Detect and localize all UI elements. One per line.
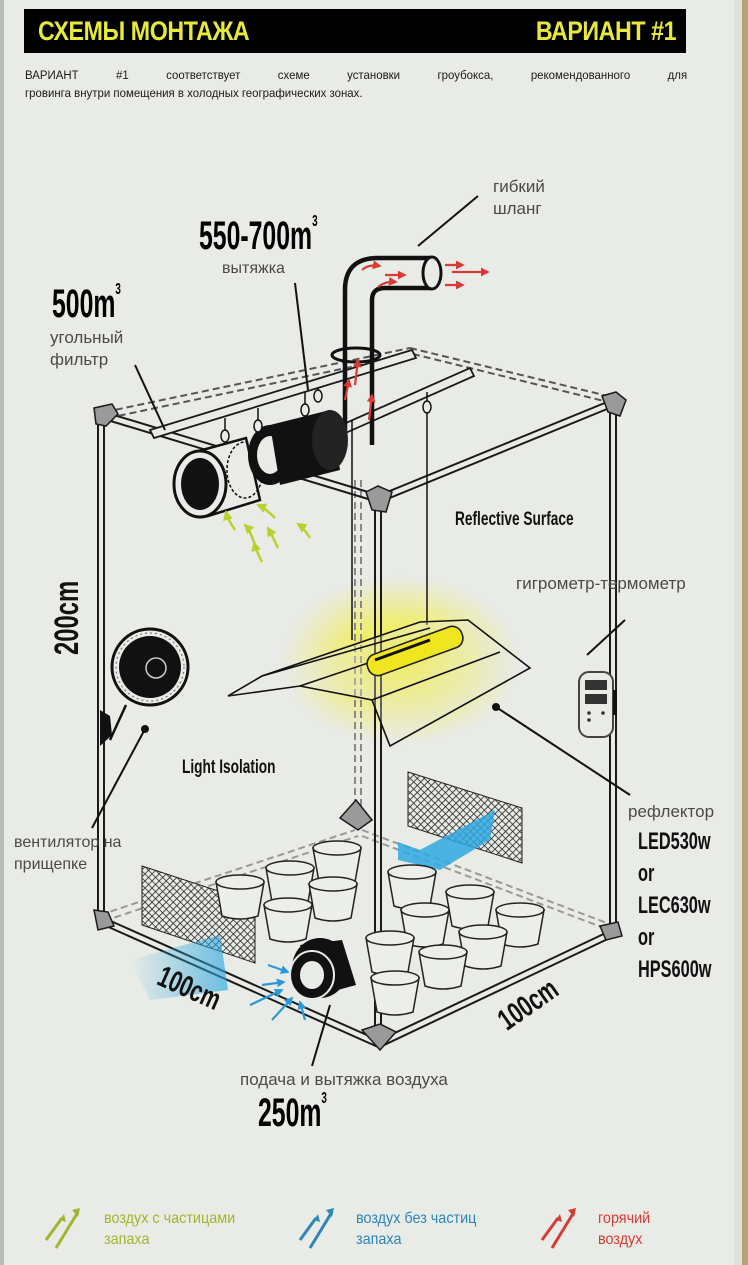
light-isolation-label: Light Isolation: [182, 757, 276, 778]
clip-fan-label-line2: прищепке: [14, 856, 88, 873]
legend-item-clean-air: воздух без частиц запаха: [296, 1208, 490, 1252]
hygrometer-thermometer: [578, 619, 626, 738]
intake-fan: [289, 938, 356, 1000]
plant-pot: [370, 977, 420, 1016]
hose-label-line2: шланг: [493, 199, 542, 218]
plant-pot-rim: [445, 884, 495, 900]
exhaust-capacity: 550-700m3: [199, 213, 318, 258]
pointer-lines: [91, 195, 631, 1067]
intake-label: подача и вытяжка воздуха: [240, 1070, 448, 1089]
header-bar: СХЕМЫ МОНТАЖА ВАРИАНТ #1: [24, 9, 686, 53]
plant-pot-rim: [370, 970, 420, 986]
plant-pot-rim: [418, 944, 468, 960]
intro-text: ВАРИАНТ #1 соответствует схеме установки…: [25, 66, 687, 102]
lamp-option-3: HPS600w: [638, 956, 712, 983]
corner-joints: [93, 391, 627, 1052]
clean-air-arrows: [249, 963, 307, 1021]
frame-right-border: [742, 0, 748, 1265]
frame-right-inner: [734, 0, 742, 1265]
lamp-or-1: or: [638, 860, 655, 887]
filter-label-line1: угольный: [50, 328, 124, 347]
filter-capacity-sup: 3: [115, 281, 121, 298]
red-arrows-icon: [540, 1208, 576, 1249]
plant-pot-rim: [312, 840, 362, 856]
plant-pot: [458, 931, 508, 970]
clip-fan-label: вентилятор на прищепке: [14, 832, 121, 876]
legend-item-hot-air: горячий воздух: [538, 1208, 656, 1252]
intake-capacity-value: 250m: [258, 1091, 322, 1135]
exhaust-capacity-sup: 3: [312, 213, 318, 230]
lamp-option-2: LEC630w: [638, 892, 711, 919]
hygrometer-label: гигрометр-термометр: [516, 574, 686, 593]
intake-mesh-right: [407, 771, 523, 864]
filter-capacity-value: 500m: [52, 282, 116, 326]
plant-pot-rim: [400, 902, 450, 918]
clean-air-flow-right: [398, 810, 495, 870]
plant-pots: [215, 840, 545, 1016]
frame-left-border: [0, 0, 4, 1265]
clip-fan-label-line1: вентилятор на: [14, 834, 122, 851]
lamp-options: LED530w or LEC630w or HPS600w: [638, 826, 711, 986]
legend-odor-line1: воздух с частицами: [104, 1210, 236, 1227]
inline-exhaust-fan: [248, 410, 348, 485]
reflector-lamp: [227, 619, 532, 748]
plant-pot-rim: [458, 924, 508, 940]
header-title: СХЕМЫ МОНТАЖА: [38, 15, 250, 46]
plant-pot: [308, 883, 358, 922]
intake-capacity-sup: 3: [321, 1090, 327, 1107]
blue-arrows-icon: [298, 1208, 334, 1249]
reflector-label: рефлектор: [628, 802, 715, 821]
legend-clean-line1: воздух без частиц: [356, 1210, 477, 1227]
intro-line-1: ВАРИАНТ #1 соответствует схеме установки…: [25, 68, 688, 82]
carbon-filter: [172, 436, 264, 519]
legend-odor-line2: запаха: [104, 1231, 150, 1248]
intake-capacity: 250m3: [258, 1090, 327, 1135]
plant-pot-rim: [215, 874, 265, 890]
hose-label: гибкий шланг: [493, 176, 545, 220]
intro-line-2: гровинга внутри помещения в холодных гео…: [25, 86, 363, 100]
hose-label-line1: гибкий: [493, 177, 545, 196]
plant-pot-rim: [495, 902, 545, 918]
lamp-option-1: LED530w: [638, 828, 711, 855]
rope-ratchets: [220, 388, 432, 640]
hot-air-arrows: [343, 260, 490, 421]
exhaust-capacity-value: 550-700m: [199, 214, 313, 258]
plant-pot: [418, 951, 468, 990]
lamp-or-2: or: [638, 924, 655, 951]
filter-capacity: 500m3: [52, 281, 121, 326]
plant-pot: [263, 904, 313, 943]
exhaust-label: вытяжка: [222, 260, 285, 277]
reflective-surface-label: Reflective Surface: [455, 509, 574, 530]
hose-outlet: [421, 255, 443, 291]
legend-hot-line2: воздух: [598, 1231, 643, 1248]
clip-fan: [100, 627, 190, 746]
legend-hot-line1: горячий: [598, 1210, 651, 1227]
odor-air-arrows: [223, 503, 312, 563]
plant-pot-rim: [365, 930, 415, 946]
plant-pot-rim: [308, 876, 358, 892]
filter-label-line2: фильтр: [50, 350, 109, 369]
plant-pot: [215, 881, 265, 920]
header-variant: ВАРИАНТ #1: [535, 15, 677, 46]
reflector-pointer-dot: [492, 703, 500, 711]
legend-clean-line2: запаха: [356, 1231, 402, 1248]
clean-air-flow-left: [130, 935, 228, 1000]
flexible-hose: [342, 255, 432, 445]
green-arrows-icon: [44, 1208, 80, 1249]
filter-label: угольный фильтр: [50, 327, 123, 371]
legend-item-odor-air: воздух с частицами запаха: [42, 1208, 250, 1252]
plant-pot-rim: [263, 897, 313, 913]
height-dimension: 200cm: [48, 580, 86, 655]
plant-pot-rim: [387, 864, 437, 880]
plant-pot-rim: [265, 860, 315, 876]
